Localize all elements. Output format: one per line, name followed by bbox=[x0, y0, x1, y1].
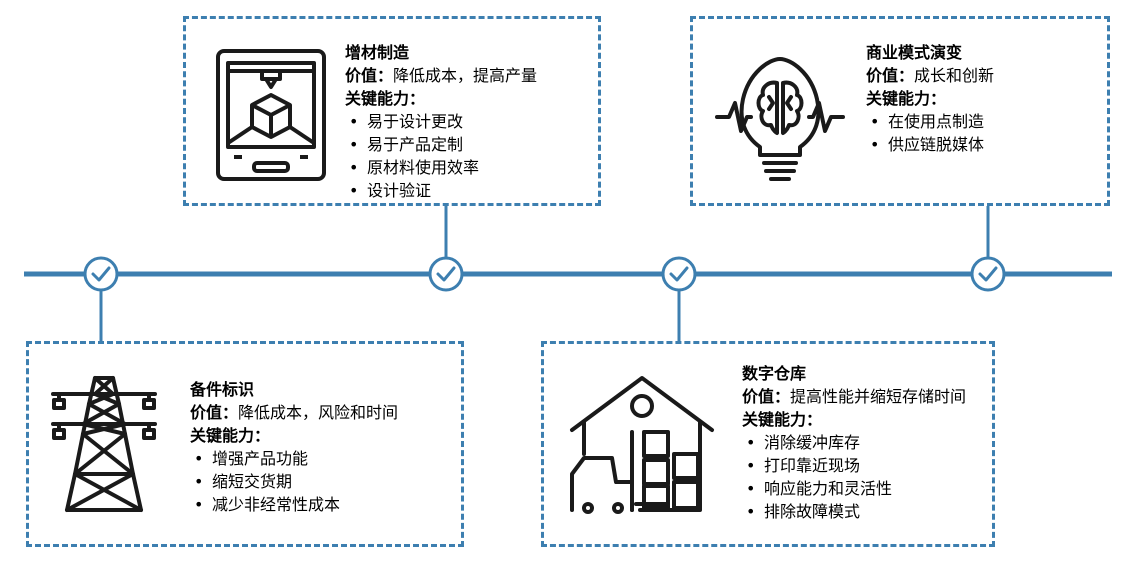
power-tower-icon bbox=[51, 376, 157, 512]
box-warehouse: 数字仓库 价值： 提高性能并缩短存储时间 关键能力： 消除缓冲库存 打印靠近现场… bbox=[541, 341, 995, 547]
warehouse-value: 提高性能并缩短存储时间 bbox=[790, 387, 967, 406]
warehouse-value-line: 价值： 提高性能并缩短存储时间 bbox=[742, 385, 982, 408]
additive-value-label: 价值： bbox=[345, 66, 394, 85]
spares-value: 降低成本，风险和时间 bbox=[238, 403, 399, 422]
business-value-label: 价值： bbox=[866, 66, 915, 85]
spares-cap-label: 关键能力： bbox=[190, 426, 271, 445]
business-text: 商业模式演变 价值： 成长和创新 关键能力： 在使用点制造 供应链脱媒体 bbox=[866, 41, 994, 156]
business-cap-list: 在使用点制造 供应链脱媒体 bbox=[866, 110, 994, 156]
business-value-line: 价值： 成长和创新 bbox=[866, 64, 994, 87]
additive-value: 降低成本，提高产量 bbox=[393, 66, 538, 85]
box-additive: 增材制造 价值： 降低成本，提高产量 关键能力： 易于设计更改 易于产品定制 原… bbox=[183, 16, 601, 206]
checkpoint-4 bbox=[970, 256, 1006, 292]
spares-title: 备件标识 bbox=[190, 380, 255, 399]
warehouse-text: 数字仓库 价值： 提高性能并缩短存储时间 关键能力： 消除缓冲库存 打印靠近现场… bbox=[742, 362, 982, 523]
warehouse-title: 数字仓库 bbox=[742, 364, 807, 383]
lightbulb-brain-icon bbox=[715, 57, 845, 181]
warehouse-forklift-icon bbox=[570, 376, 714, 514]
list-item: 响应能力和灵活性 bbox=[742, 477, 982, 500]
list-item: 增强产品功能 bbox=[190, 447, 398, 470]
list-item: 在使用点制造 bbox=[866, 110, 994, 133]
list-item: 排除故障模式 bbox=[742, 500, 982, 523]
checkpoint-2 bbox=[428, 256, 464, 292]
box-business: 商业模式演变 价值： 成长和创新 关键能力： 在使用点制造 供应链脱媒体 bbox=[690, 16, 1110, 206]
spares-text: 备件标识 价值： 降低成本，风险和时间 关键能力： 增强产品功能 缩短交货期 减… bbox=[190, 378, 398, 516]
additive-cap-list: 易于设计更改 易于产品定制 原材料使用效率 设计验证 bbox=[345, 110, 537, 202]
warehouse-cap-label: 关键能力： bbox=[742, 410, 823, 429]
business-value: 成长和创新 bbox=[914, 66, 995, 85]
warehouse-value-label: 价值： bbox=[742, 387, 791, 406]
warehouse-cap-list: 消除缓冲库存 打印靠近现场 响应能力和灵活性 排除故障模式 bbox=[742, 431, 982, 523]
list-item: 设计验证 bbox=[345, 179, 537, 202]
list-item: 缩短交货期 bbox=[190, 470, 398, 493]
business-title: 商业模式演变 bbox=[866, 43, 963, 62]
box-spares: 备件标识 价值： 降低成本，风险和时间 关键能力： 增强产品功能 缩短交货期 减… bbox=[26, 341, 464, 547]
additive-text: 增材制造 价值： 降低成本，提高产量 关键能力： 易于设计更改 易于产品定制 原… bbox=[345, 41, 537, 202]
3d-printer-icon bbox=[216, 49, 326, 181]
list-item: 减少非经常性成本 bbox=[190, 493, 398, 516]
list-item: 易于产品定制 bbox=[345, 133, 537, 156]
business-cap-label: 关键能力： bbox=[866, 89, 947, 108]
list-item: 打印靠近现场 bbox=[742, 454, 982, 477]
list-item: 供应链脱媒体 bbox=[866, 133, 994, 156]
additive-title: 增材制造 bbox=[345, 43, 410, 62]
additive-cap-label: 关键能力： bbox=[345, 89, 426, 108]
list-item: 原材料使用效率 bbox=[345, 156, 537, 179]
list-item: 易于设计更改 bbox=[345, 110, 537, 133]
spares-value-line: 价值： 降低成本，风险和时间 bbox=[190, 401, 398, 424]
spares-cap-list: 增强产品功能 缩短交货期 减少非经常性成本 bbox=[190, 447, 398, 516]
spares-value-label: 价值： bbox=[190, 403, 239, 422]
list-item: 消除缓冲库存 bbox=[742, 431, 982, 454]
checkpoint-1 bbox=[83, 256, 119, 292]
additive-value-line: 价值： 降低成本，提高产量 bbox=[345, 64, 537, 87]
checkpoint-3 bbox=[661, 256, 697, 292]
